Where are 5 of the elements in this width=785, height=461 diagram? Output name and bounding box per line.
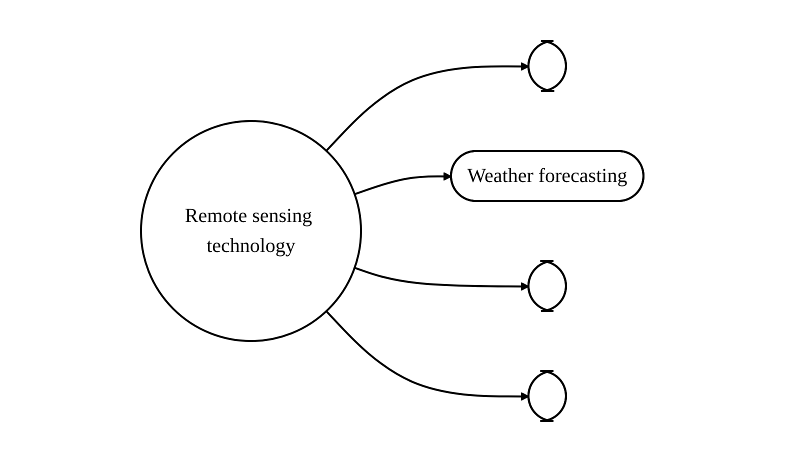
node-circle: Remote sensing technology [140, 120, 362, 342]
arrow [354, 172, 452, 195]
arrow [326, 62, 530, 151]
arrow [354, 266, 530, 290]
arrow [326, 310, 530, 400]
